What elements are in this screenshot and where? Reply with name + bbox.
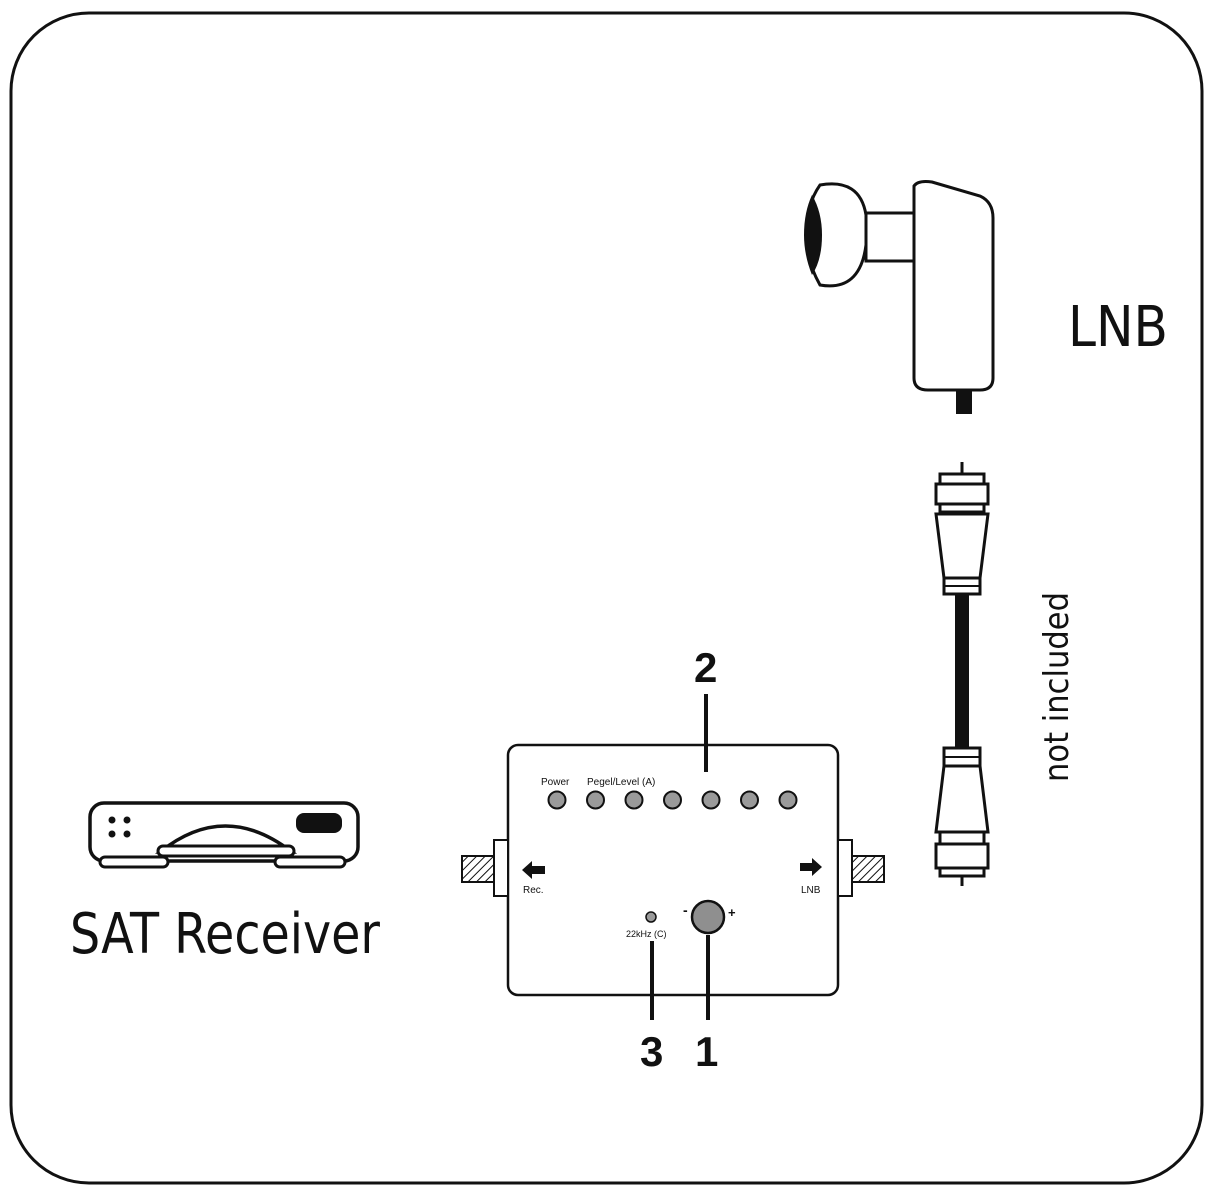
satfinder-device: Rec. LNB Power Pegel/Level (A) 22kHz (C)… xyxy=(461,743,885,997)
lnb-icon xyxy=(804,180,995,414)
not-included-label: not included xyxy=(1037,592,1077,782)
arrow-right-icon xyxy=(800,858,822,876)
tone-indicator xyxy=(645,911,657,923)
receiver-connector xyxy=(461,855,495,883)
rec-port-label: Rec. xyxy=(523,885,544,896)
level-led xyxy=(586,790,605,810)
tone-label: 22kHz (C) xyxy=(626,929,667,939)
callout-2: 2 xyxy=(694,644,717,691)
led-row xyxy=(547,790,798,810)
level-led xyxy=(778,790,798,810)
level-led xyxy=(624,790,644,810)
callout-3: 3 xyxy=(640,1028,663,1075)
receiver-label: SAT Receiver xyxy=(70,902,381,967)
level-led xyxy=(663,790,682,810)
arrow-left-icon xyxy=(522,861,545,879)
lnb-label: LNB xyxy=(1068,295,1168,360)
outer-frame xyxy=(9,11,1204,1185)
sat-receiver-icon xyxy=(88,801,360,869)
level-led xyxy=(701,790,721,810)
power-label: Power xyxy=(541,777,570,788)
knob-minus-label: - xyxy=(683,902,688,918)
knob-plus-label: + xyxy=(728,905,736,920)
power-led xyxy=(547,790,567,810)
lnb-connector xyxy=(851,855,885,883)
lnb-port-label: LNB xyxy=(801,885,821,896)
level-led xyxy=(740,790,759,810)
coax-cable-icon xyxy=(934,462,990,886)
callout-1: 1 xyxy=(695,1028,718,1075)
receiver-display xyxy=(296,813,342,833)
level-label: Pegel/Level (A) xyxy=(587,777,655,788)
level-knob xyxy=(690,899,726,935)
